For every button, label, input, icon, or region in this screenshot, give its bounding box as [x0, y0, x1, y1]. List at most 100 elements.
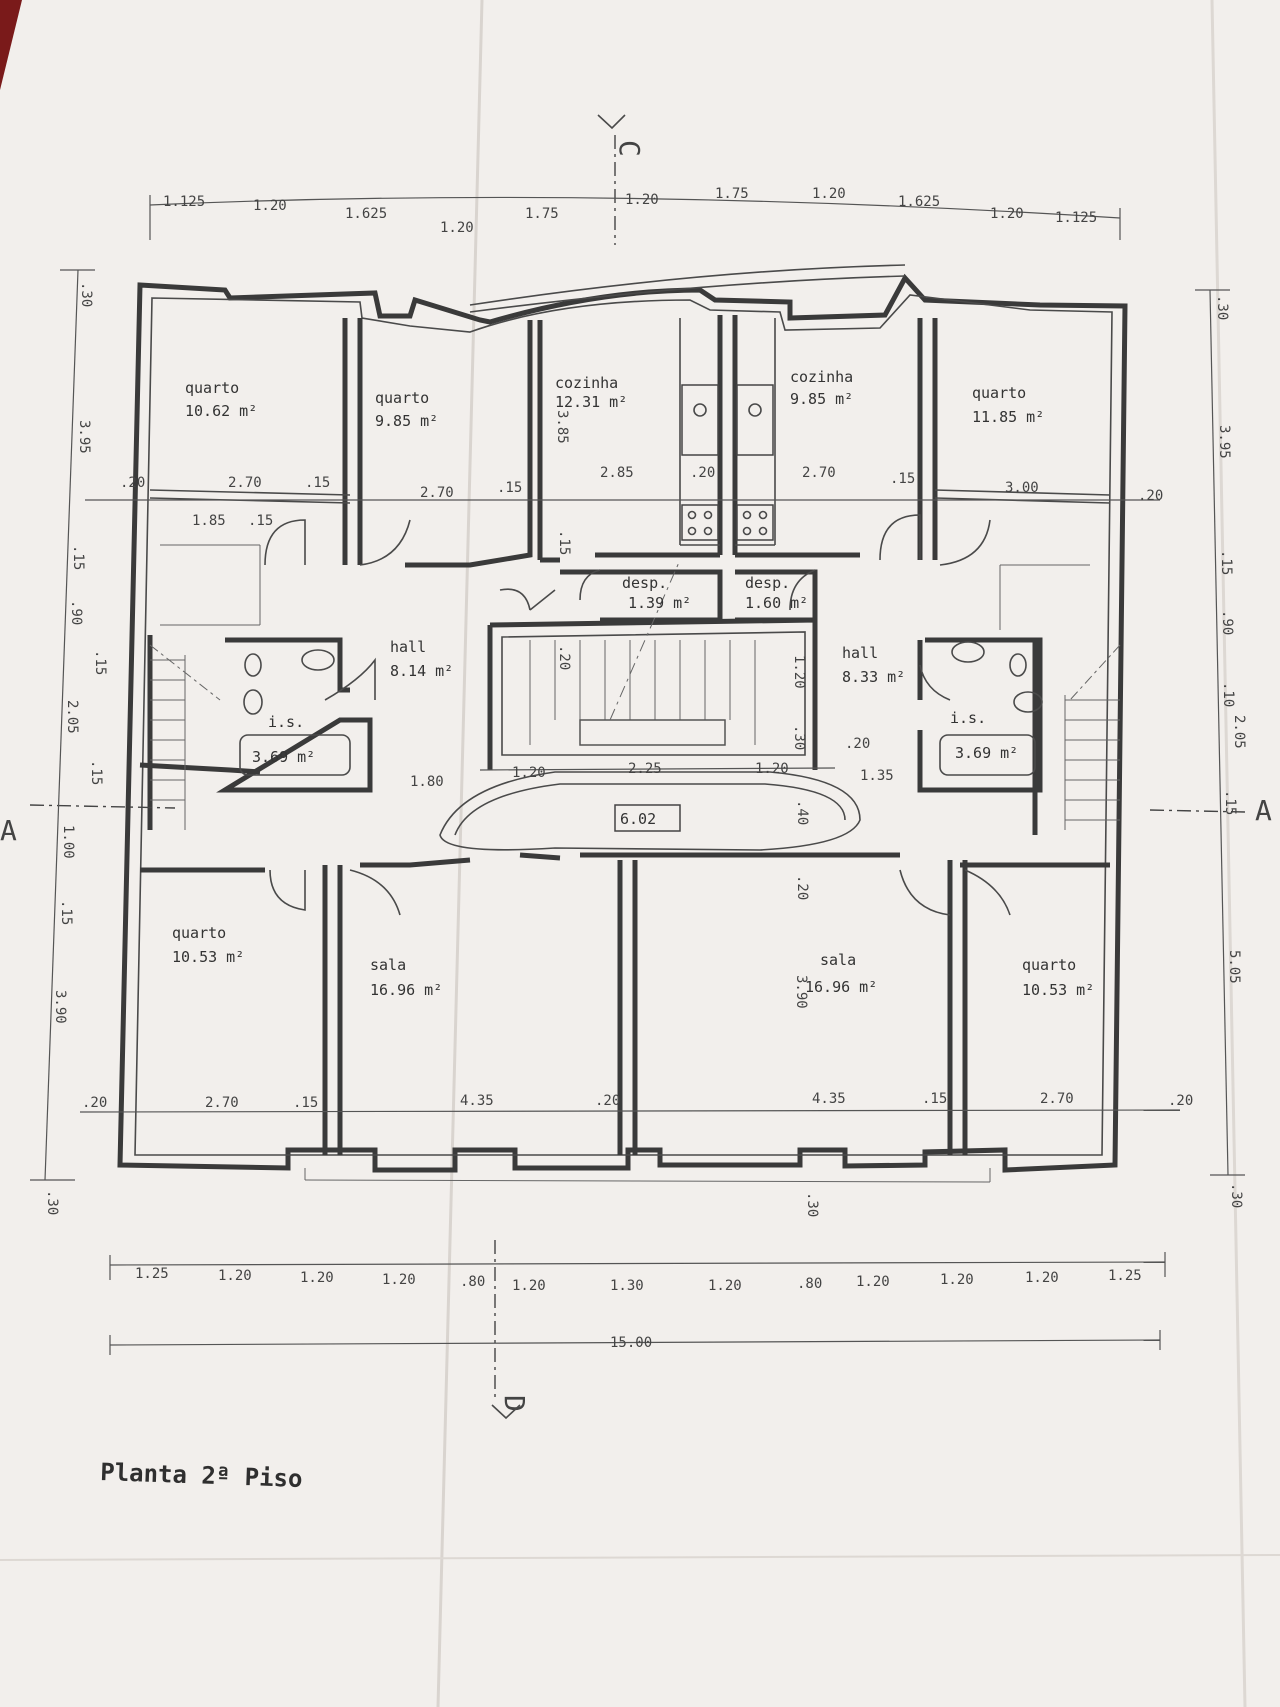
stairs-central: [529, 559, 756, 746]
dim-upper-4: 2.70: [420, 485, 454, 501]
dim-bottom-13: 1.25: [1108, 1268, 1142, 1284]
dim-left-5: .15: [92, 650, 108, 675]
dim-upper-10: 3.00: [1005, 480, 1039, 496]
dim-misc-1: 1.85: [192, 513, 226, 529]
dim-lower-7: .15: [922, 1091, 947, 1107]
dim-misc-11: 3.90: [793, 975, 809, 1009]
dim-bottom-6: 1.20: [512, 1278, 546, 1294]
exterior-walls: [117, 264, 1128, 1183]
dim-lower-3: .15: [293, 1095, 318, 1111]
room-name: quarto: [172, 924, 226, 942]
dim-left-7: .15: [88, 760, 104, 785]
dim-right-2: 3.95: [1216, 425, 1232, 459]
dim-upper-9: .15: [890, 471, 915, 487]
dim-upper-6: 2.85: [600, 465, 634, 481]
dim-lower-8: 2.70: [1040, 1091, 1074, 1107]
dim-top-9: 1.625: [898, 194, 940, 210]
room-name: i.s.: [950, 709, 986, 727]
dim-right-1: .30: [1214, 295, 1230, 320]
room-name: quarto: [185, 379, 239, 397]
dim-top-4: 1.20: [440, 220, 474, 236]
room-area: 10.53 m²: [172, 948, 244, 966]
paper-fold-right: [1210, 0, 1247, 1707]
room-area: 10.62 m²: [185, 402, 257, 420]
dim-lower-6: 4.35: [812, 1091, 846, 1107]
room-name: quarto: [375, 389, 429, 407]
dim-upper-8: 2.70: [802, 465, 836, 481]
room-name: cozinha: [555, 374, 618, 392]
dim-left-2: 3.95: [76, 420, 92, 454]
dim-bottom-9: .80: [797, 1276, 822, 1292]
paper-fold-bottom: [0, 1554, 1280, 1561]
dim-bottom-10: 1.20: [856, 1274, 890, 1290]
kitchen-fixtures: [681, 384, 774, 541]
dim-bottom-4: 1.20: [382, 1272, 416, 1288]
dim-bottom-11: 1.20: [940, 1272, 974, 1288]
section-mark-c: C: [613, 140, 646, 157]
dim-misc-9: .40: [794, 800, 810, 825]
dim-lower-5: .20: [595, 1093, 620, 1109]
dim-top-3: 1.625: [345, 206, 387, 222]
dim-upper-5: .15: [497, 480, 522, 496]
room-name: desp.: [622, 574, 667, 592]
dim-upper-2: 2.70: [228, 475, 262, 491]
dim-right-9: .30: [1228, 1183, 1244, 1208]
dim-misc-2: .15: [248, 513, 273, 529]
room-area: 10.53 m²: [1022, 981, 1094, 999]
dim-upper-11: .20: [1138, 488, 1163, 504]
dim-lower-1: .20: [82, 1095, 107, 1111]
room-area: 16.96 m²: [370, 981, 442, 999]
dim-right-5: .10: [1220, 682, 1236, 707]
dim-right-6: 2.05: [1231, 715, 1247, 749]
dim-middle-4: 1.20: [755, 761, 789, 777]
dim-misc-6: 1.20: [791, 655, 807, 689]
dim-left-11: .30: [44, 1190, 60, 1215]
dim-bottom-1: 1.25: [135, 1266, 169, 1282]
door-swings: [264, 514, 1011, 916]
dim-right-3: .15: [1218, 550, 1234, 575]
dimension-texts: 1.125 1.20 1.625 1.20 1.75 1.20 1.75 1.2…: [44, 186, 1247, 1351]
room-name: i.s.: [268, 713, 304, 731]
room-name: quarto: [972, 384, 1026, 402]
stairs-left: [149, 544, 261, 830]
room-name: desp.: [745, 574, 790, 592]
interior-walls: [139, 315, 1111, 1155]
red-corner: [0, 0, 22, 90]
dim-bottom-7: 1.30: [610, 1278, 644, 1294]
stairs-right: [999, 564, 1121, 830]
dim-bottom-12: 1.20: [1025, 1270, 1059, 1286]
room-name: sala: [370, 956, 406, 974]
room-area: 3.69 m²: [955, 744, 1018, 762]
center-area-box: [614, 804, 681, 832]
room-area: 9.85 m²: [790, 390, 853, 408]
dim-bottom-3: 1.20: [300, 1270, 334, 1286]
room-area: 9.85 m²: [375, 412, 438, 430]
room-area: 11.85 m²: [972, 408, 1044, 426]
dim-misc-5: .20: [556, 645, 572, 670]
dim-left-3: .15: [70, 545, 86, 570]
room-name: cozinha: [790, 368, 853, 386]
center-area-label: 6.02: [620, 810, 656, 828]
dim-top-6: 1.20: [625, 192, 659, 208]
dim-middle-2: 1.20: [512, 765, 546, 781]
dim-top-7: 1.75: [715, 186, 749, 202]
dim-misc-4: .15: [556, 530, 572, 555]
section-mark-a-right: A: [1255, 794, 1272, 827]
room-area: 1.60 m²: [745, 594, 808, 612]
dim-right-7: .15: [1222, 790, 1238, 815]
dimension-lines: [30, 195, 1245, 1355]
dim-lower-2: 2.70: [205, 1095, 239, 1111]
dim-lower-9: .20: [1168, 1093, 1193, 1109]
dim-middle-1: 1.80: [410, 774, 444, 790]
dim-middle-5: 1.35: [860, 768, 894, 784]
dim-upper-7: .20: [690, 465, 715, 481]
dim-bottom-5: .80: [460, 1274, 485, 1290]
dim-total: 15.00: [610, 1335, 652, 1351]
dim-left-4: .90: [68, 600, 84, 625]
dim-left-10: 3.90: [52, 990, 68, 1024]
dim-misc-10: .20: [794, 875, 810, 900]
paper-fold-left: [436, 0, 484, 1707]
dim-lower-4: 4.35: [460, 1093, 494, 1109]
